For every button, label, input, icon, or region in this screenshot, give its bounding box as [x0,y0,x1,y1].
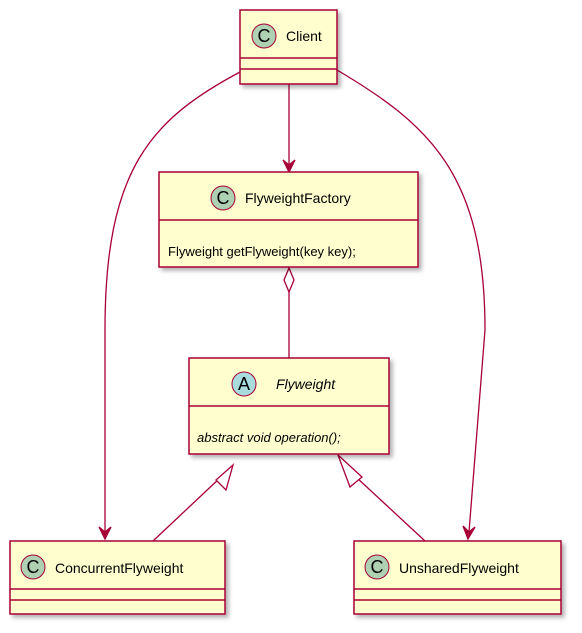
class-stereotype-icon [364,554,390,580]
class-stereotype-letter: C [217,188,230,208]
edge-concurrentflyweight-extends-flyweight [152,476,222,542]
class-name: Client [286,28,322,44]
class-stereotype-icon [210,185,236,211]
class-name: UnsharedFlyweight [399,560,519,576]
class-stereotype-letter: C [371,557,384,577]
class-name: ConcurrentFlyweight [55,560,183,576]
class-flyweightfactory: C FlyweightFactory Flyweight getFlyweigh… [158,171,419,268]
class-stereotype-icon [20,554,46,580]
class-box [239,9,338,85]
class-method: abstract void operation(); [197,430,341,445]
class-method: Flyweight getFlyweight(key key); [168,244,356,259]
class-stereotype-letter: C [258,26,271,46]
class-client: C Client [239,9,338,85]
class-flyweight: A Flyweight abstract void operation(); [188,357,390,455]
relations [98,69,486,542]
arrowhead-client-to-concurrentflyweight [98,526,112,541]
inheritance-triangle-right [337,454,363,489]
arrowhead-client-to-unsharedflyweight [462,525,476,541]
arrowhead-client-to-flyweightfactory [282,159,296,174]
inheritance-triangle-left [215,463,235,492]
abstract-stereotype-icon [231,371,257,397]
class-stereotype-icon [251,23,277,49]
aggregation-diamond [283,266,295,294]
edge-client-to-concurrentflyweight [104,71,241,532]
class-name: FlyweightFactory [245,190,351,206]
class-box [353,540,562,615]
class-stereotype-letter: A [238,374,250,394]
class-concurrentflyweight: C ConcurrentFlyweight [9,540,226,615]
class-stereotype-letter: C [27,557,40,577]
class-name: Flyweight [276,376,336,392]
class-box [9,540,226,615]
class-unsharedflyweight: C UnsharedFlyweight [353,540,562,615]
edge-unsharedflyweight-extends-flyweight [355,476,426,542]
edge-client-to-unsharedflyweight [336,69,486,533]
